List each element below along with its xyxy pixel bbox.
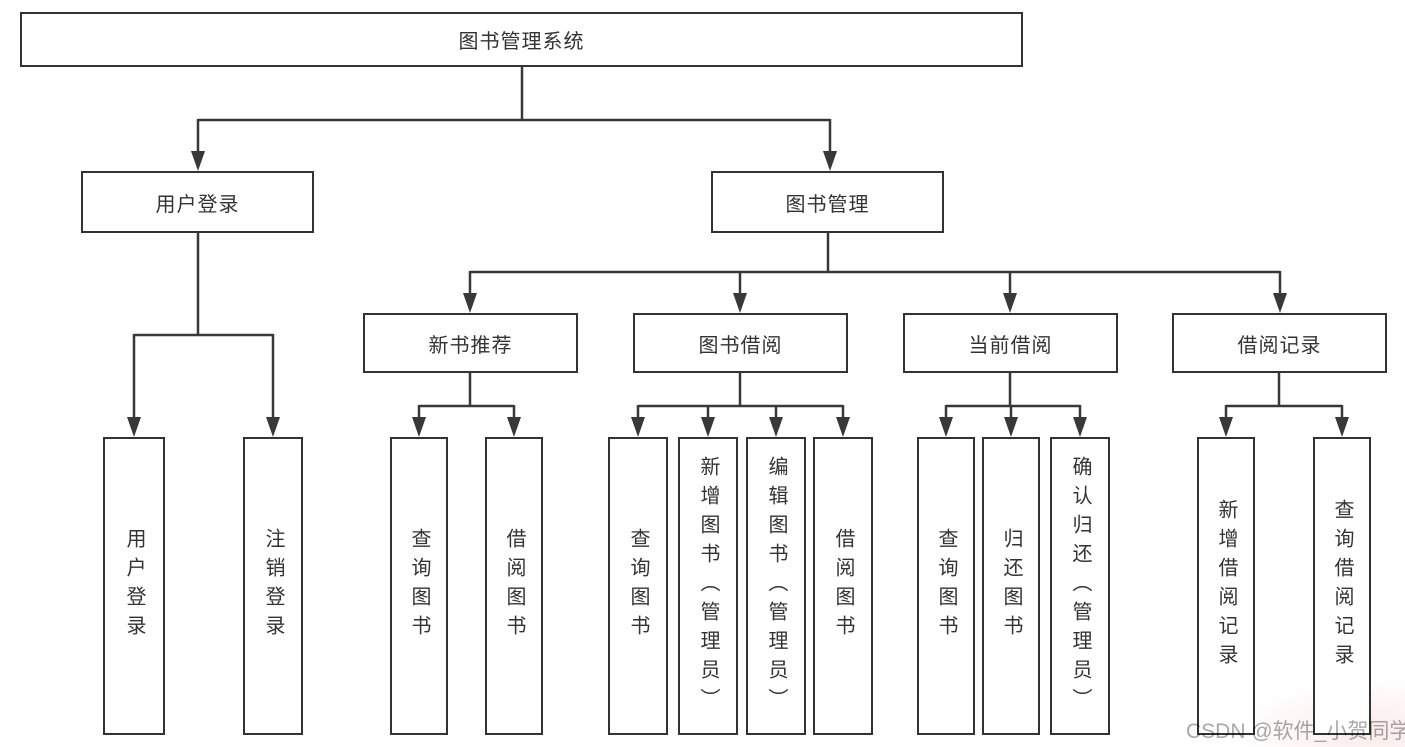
leaf-query-books-recommend: 查询图书 [390,437,448,735]
node-borrow-records-label: 借阅记录 [1237,334,1322,357]
leaf-return-books: 归还图书 [982,437,1040,735]
csdn-watermark: CSDN @软件_小贺同学 [1186,720,1405,743]
node-book-management-label: 图书管理 [785,193,870,216]
node-root-label: 图书管理系统 [458,31,585,53]
node-user-login-label: 用户登录 [155,193,240,216]
node-book-borrow: 图书借阅 [633,313,848,373]
leaf-add-borrow-record: 新增借阅记录 [1197,437,1255,735]
leaf-borrow-books-recommend: 借阅图书 [485,437,543,735]
leaf-add-book-admin: 新增图书（管理员） [678,437,738,735]
node-root: 图书管理系统 [20,12,1023,67]
leaf-query-books-current: 查询图书 [917,437,975,735]
leaf-query-borrow-record: 查询借阅记录 [1313,437,1371,735]
node-current-borrow: 当前借阅 [903,313,1118,373]
node-book-management: 图书管理 [711,171,944,233]
leaf-borrow-books-2: 借阅图书 [813,437,873,735]
leaf-user-login: 用户登录 [103,437,165,735]
node-current-borrow-label: 当前借阅 [968,334,1053,357]
leaf-edit-book-admin: 编辑图书（管理员） [746,437,806,735]
arrowheads [127,151,1349,437]
node-new-book-recommend: 新书推荐 [363,313,578,373]
node-user-login: 用户登录 [81,171,314,233]
leaf-logout: 注销登录 [243,437,303,735]
node-new-book-recommend-label: 新书推荐 [428,334,513,357]
node-borrow-records: 借阅记录 [1172,313,1387,373]
node-book-borrow-label: 图书借阅 [698,334,783,357]
leaf-confirm-return-admin: 确认归还（管理员） [1050,437,1110,735]
leaf-query-books-borrow: 查询图书 [608,437,668,735]
